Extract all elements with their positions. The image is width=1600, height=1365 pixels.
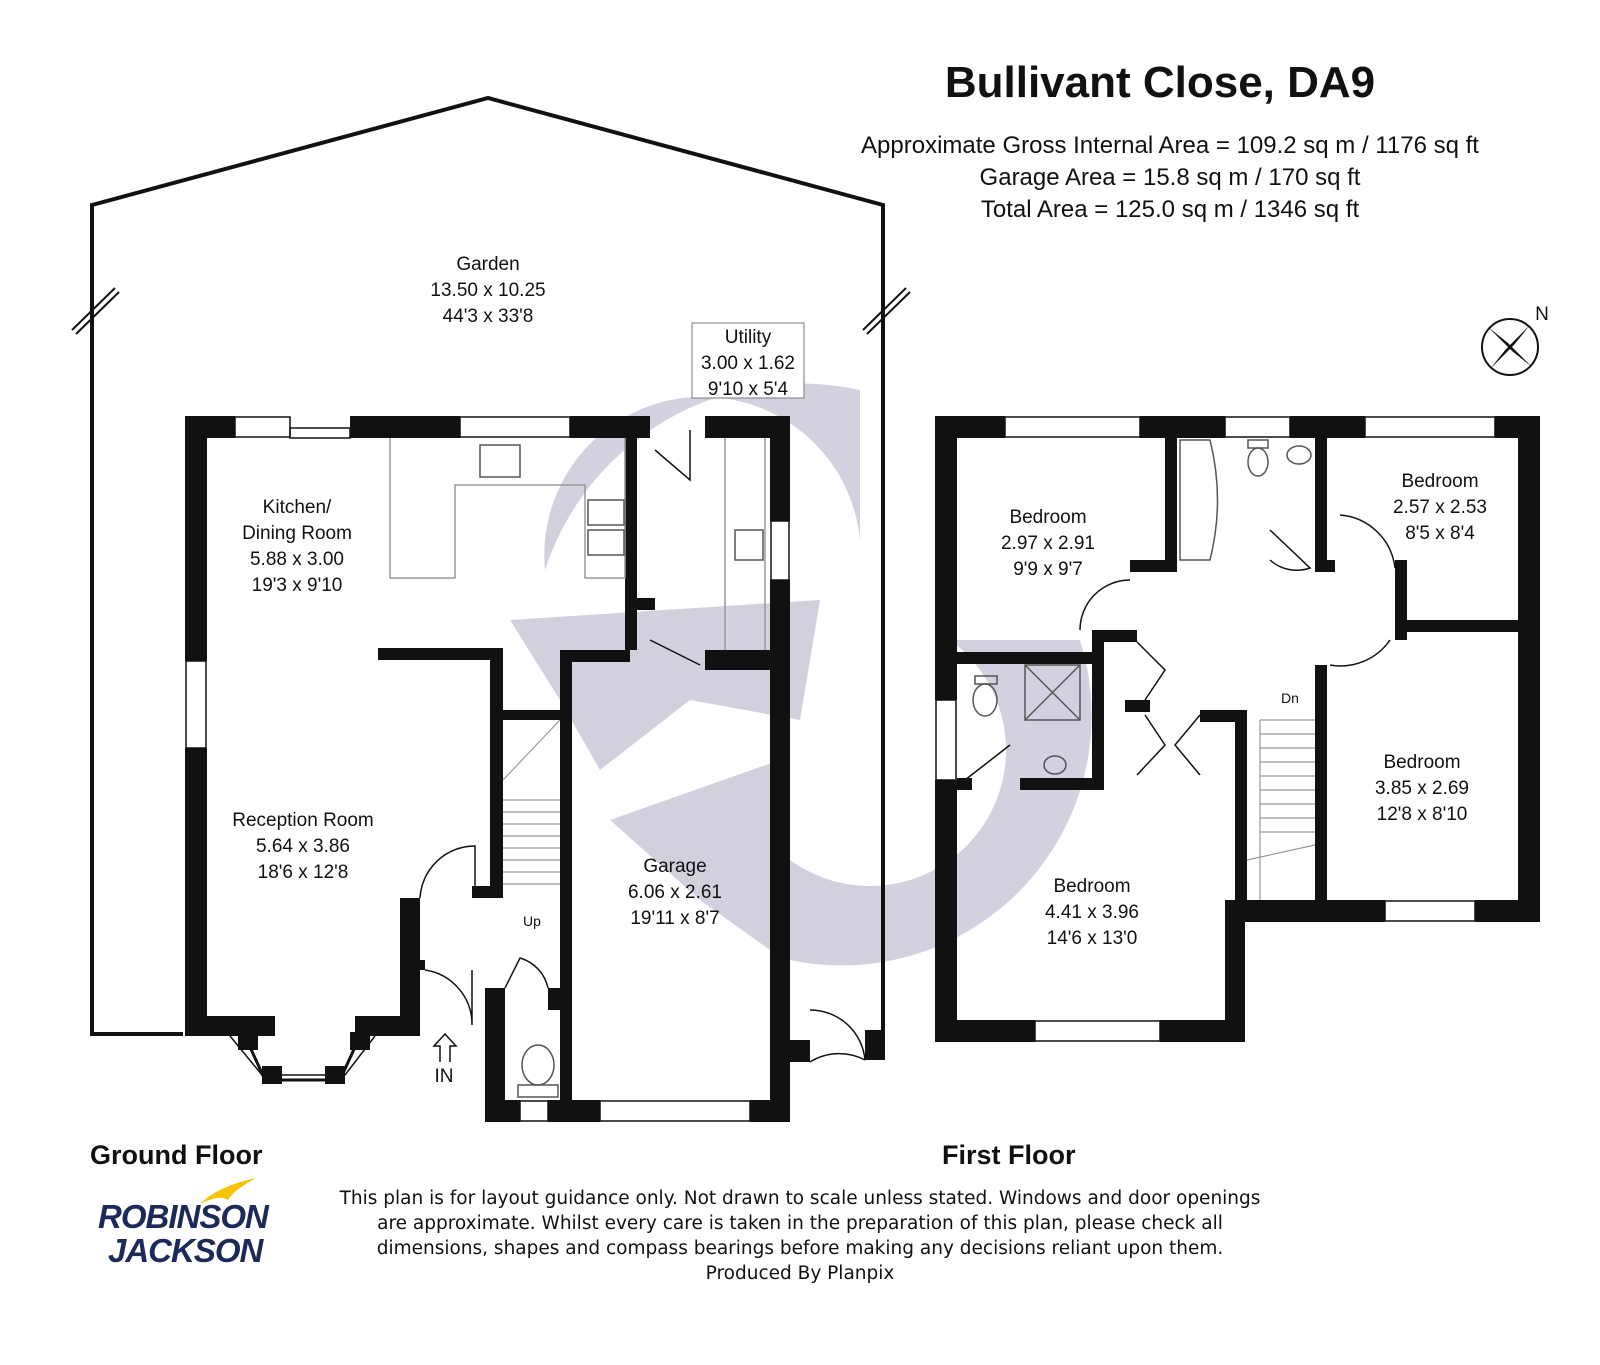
- svg-text:Kitchen/: Kitchen/: [263, 497, 332, 518]
- svg-text:44'3 x 33'8: 44'3 x 33'8: [443, 306, 534, 327]
- svg-text:Garage: Garage: [643, 856, 706, 877]
- entrance-label: IN: [435, 1066, 454, 1087]
- svg-text:19'3 x 9'10: 19'3 x 9'10: [252, 575, 343, 596]
- disclaimer-line: dimensions, shapes and compass bearings …: [376, 1238, 1224, 1259]
- compass-north-label: N: [1535, 304, 1549, 325]
- svg-text:5.88 x 3.00: 5.88 x 3.00: [250, 549, 344, 570]
- room-label-kitchen: Kitchen/ Dining Room 5.88 x 3.00 19'3 x …: [242, 497, 352, 596]
- svg-text:8'5 x 8'4: 8'5 x 8'4: [1405, 523, 1475, 544]
- room-label-bedroom-d: Bedroom 4.41 x 3.96 14'6 x 13'0: [1045, 876, 1139, 949]
- first-windows: [935, 416, 1496, 1042]
- room-label-bedroom-c: Bedroom 3.85 x 2.69 12'8 x 8'10: [1375, 752, 1469, 825]
- logo-text-line1: ROBINSON: [98, 1198, 269, 1235]
- disclaimer-line: This plan is for layout guidance only. N…: [339, 1188, 1261, 1209]
- svg-text:Utility: Utility: [725, 327, 772, 348]
- watermark-logo: [510, 383, 1092, 966]
- bay-window: [229, 1035, 376, 1082]
- disclaimer-line: are approximate. Whilst every care is ta…: [377, 1213, 1223, 1234]
- wc-fitting: [517, 1044, 559, 1098]
- room-label-reception: Reception Room 5.64 x 3.86 18'6 x 12'8: [232, 810, 374, 883]
- ground-floor-label: Ground Floor: [90, 1140, 263, 1170]
- room-label-bedroom-b: Bedroom 2.57 x 2.53 8'5 x 8'4: [1393, 471, 1487, 544]
- logo-text-line2: JACKSON: [108, 1232, 263, 1269]
- room-label-utility: Utility 3.00 x 1.62 9'10 x 5'4: [691, 322, 805, 400]
- first-stairs: [1246, 719, 1316, 900]
- room-label-bedroom-a: Bedroom 2.97 x 2.91 9'9 x 9'7: [1001, 507, 1095, 580]
- svg-text:9'10 x 5'4: 9'10 x 5'4: [708, 379, 789, 400]
- room-label-garden: Garden 13.50 x 10.25 44'3 x 33'8: [430, 254, 545, 327]
- swallow-bird-icon: [200, 1178, 256, 1204]
- disclaimer-text: This plan is for layout guidance only. N…: [320, 1186, 1280, 1286]
- first-floor-label: First Floor: [942, 1140, 1076, 1170]
- stairs-down-label: Dn: [1281, 690, 1299, 706]
- svg-text:2.97 x 2.91: 2.97 x 2.91: [1001, 533, 1095, 554]
- bathroom-fittings: [972, 439, 1312, 775]
- kitchen-units: [389, 438, 766, 650]
- svg-text:9'9 x 9'7: 9'9 x 9'7: [1013, 559, 1083, 580]
- svg-text:4.41 x 3.96: 4.41 x 3.96: [1045, 902, 1139, 923]
- svg-text:Bedroom: Bedroom: [1053, 876, 1130, 897]
- ground-windows: [185, 416, 790, 1122]
- svg-text:Bedroom: Bedroom: [1383, 752, 1460, 773]
- compass-icon: [1481, 318, 1539, 376]
- ground-stairs: [502, 719, 561, 885]
- garage-area: Garage Area = 15.8 sq m / 170 sq ft: [979, 164, 1361, 191]
- svg-text:19'11 x 8'7: 19'11 x 8'7: [630, 908, 719, 929]
- first-doors: [964, 514, 1396, 781]
- room-label-garage: Garage 6.06 x 2.61 19'11 x 8'7: [628, 856, 722, 929]
- first-floor-walls: [935, 416, 1540, 1042]
- svg-text:12'8 x 8'10: 12'8 x 8'10: [1377, 804, 1468, 825]
- svg-text:5.64 x 3.86: 5.64 x 3.86: [256, 836, 350, 857]
- produced-by-label: Produced By Planpix: [705, 1263, 895, 1284]
- agent-logo: ROBINSON JACKSON: [98, 1178, 269, 1269]
- stairs-up-label: Up: [523, 913, 541, 929]
- svg-text:3.00 x 1.62: 3.00 x 1.62: [701, 353, 795, 374]
- svg-text:Reception Room: Reception Room: [232, 810, 374, 831]
- bay-window-posts: [238, 1032, 370, 1084]
- gross-internal-area: Approximate Gross Internal Area = 109.2 …: [861, 132, 1479, 159]
- svg-text:13.50 x 10.25: 13.50 x 10.25: [430, 280, 545, 301]
- page-title: Bullivant Close, DA9: [944, 58, 1376, 107]
- svg-text:14'6 x 13'0: 14'6 x 13'0: [1047, 928, 1138, 949]
- entrance-arrow-icon: [432, 1032, 458, 1062]
- svg-text:Bedroom: Bedroom: [1401, 471, 1478, 492]
- svg-text:Garden: Garden: [456, 254, 519, 275]
- svg-text:Bedroom: Bedroom: [1009, 507, 1086, 528]
- svg-text:3.85 x 2.69: 3.85 x 2.69: [1375, 778, 1469, 799]
- ground-doors: [419, 430, 866, 1063]
- ground-floor-walls: [185, 416, 883, 1122]
- svg-text:18'6 x 12'8: 18'6 x 12'8: [258, 862, 349, 883]
- svg-text:6.06 x 2.61: 6.06 x 2.61: [628, 882, 722, 903]
- svg-text:Dining Room: Dining Room: [242, 523, 352, 544]
- total-area: Total Area = 125.0 sq m / 1346 sq ft: [980, 196, 1360, 223]
- svg-text:2.57 x 2.53: 2.57 x 2.53: [1393, 497, 1487, 518]
